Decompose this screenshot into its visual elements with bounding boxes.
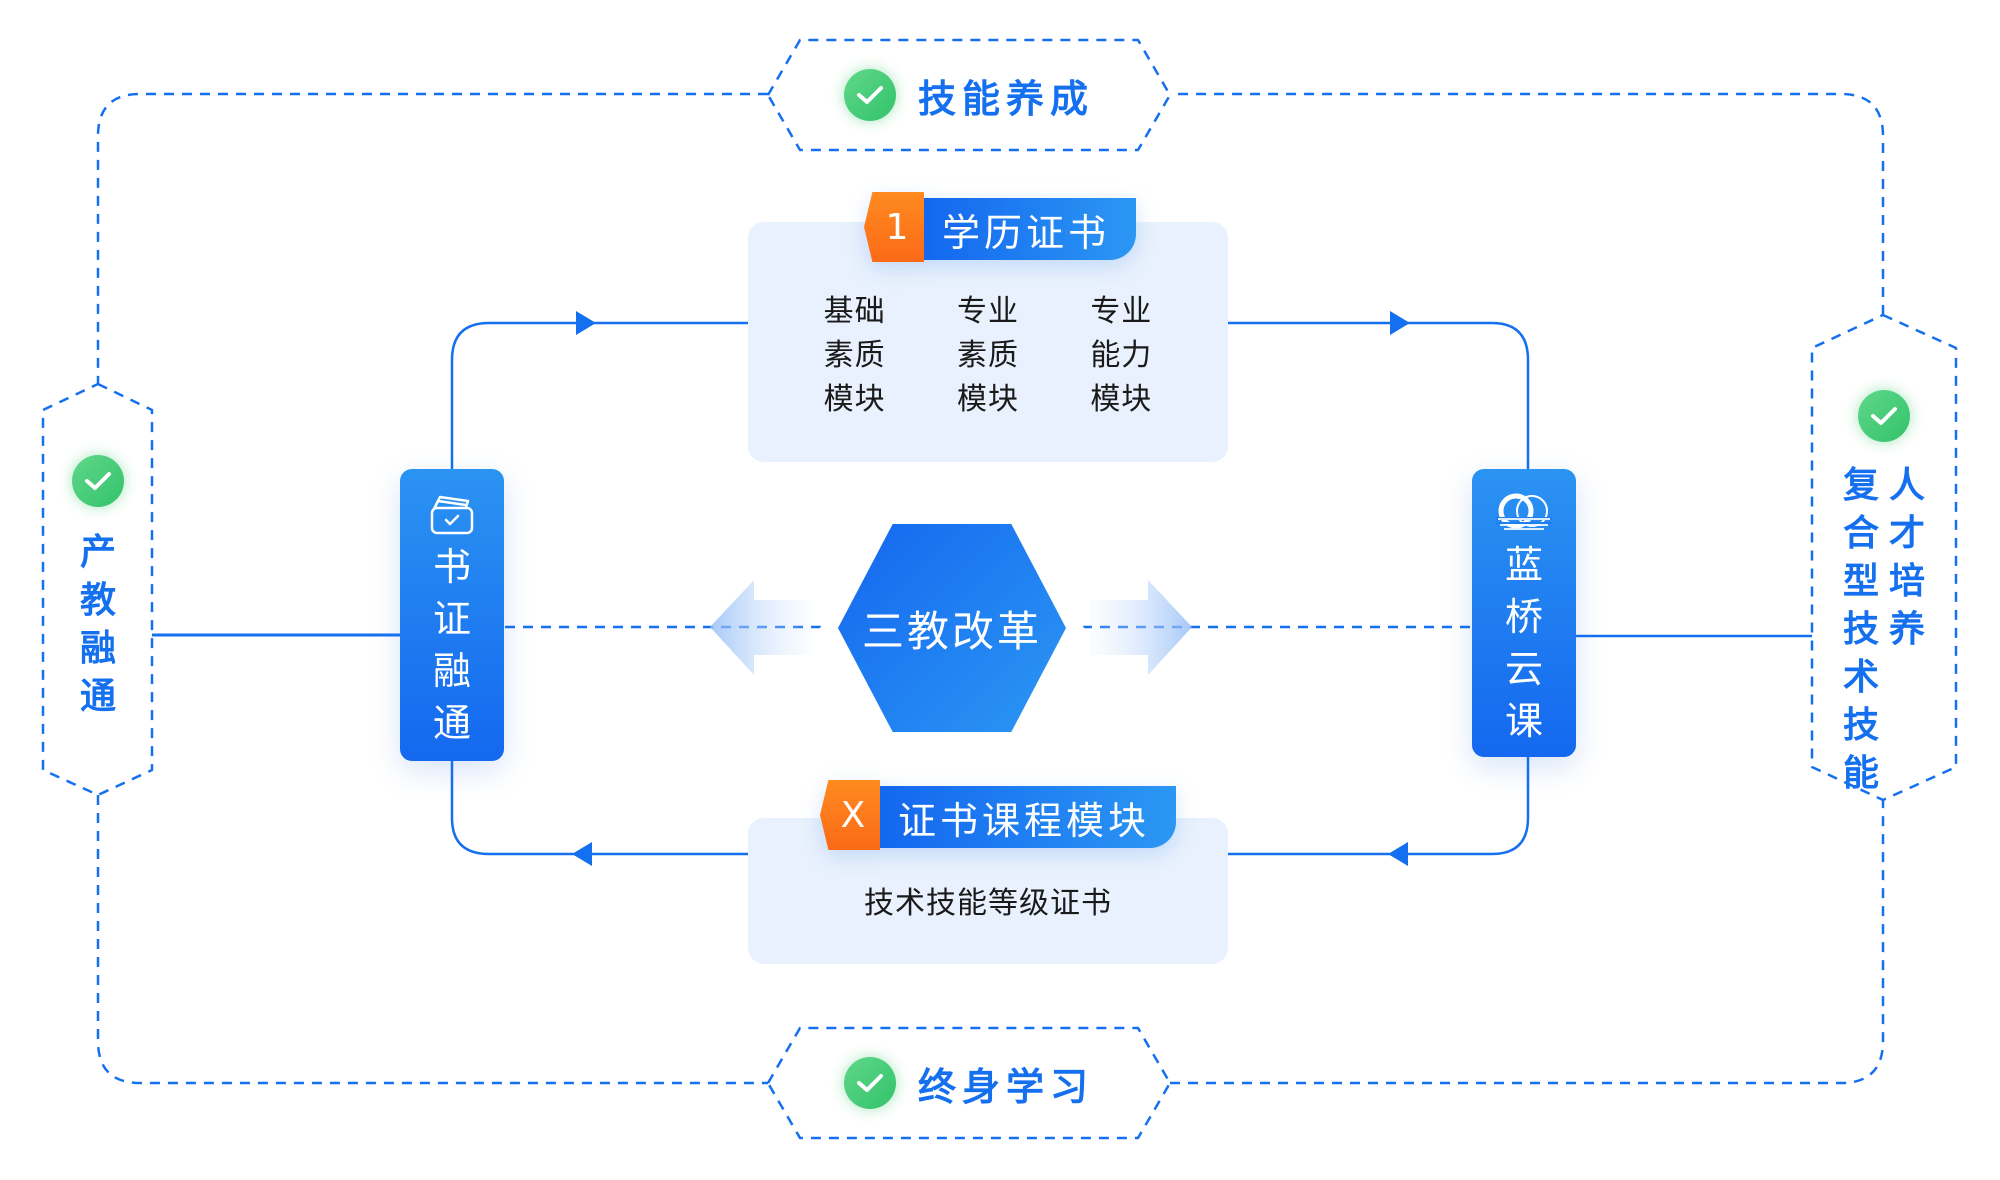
certificate-title: 证书课程模块	[880, 786, 1177, 848]
top-right-loop	[1228, 321, 1530, 469]
check-circle-icon	[843, 1057, 896, 1109]
industry-education-label: 产 教 融 通	[79, 532, 116, 717]
certificate-text: 技术技能等级证书	[864, 886, 1112, 921]
industry-education-hex: 产 教 融 通	[43, 455, 153, 721]
left-hex-outline	[41, 382, 154, 797]
left-big-arrow-icon	[710, 580, 812, 675]
arrow-left-icon	[1388, 842, 1408, 866]
lanqiao-cloud-label: 蓝 桥 云 课	[1504, 543, 1543, 743]
three-education-reform-label: 三教改革	[861, 606, 1042, 656]
arrow-right-icon	[576, 311, 596, 335]
talent-training-hex: 复 合 型 技 术 技 能 人 才 培 养	[1812, 390, 1956, 798]
top-left-loop	[450, 321, 748, 469]
module-basic: 基础 素质 模块	[823, 294, 886, 417]
talent-column-1: 复 合 型 技 术 技 能	[1842, 465, 1879, 794]
bottom-right-loop	[1228, 757, 1530, 856]
diploma-tab: 1 学历证书	[864, 192, 1137, 262]
certificate-badge: X	[820, 780, 880, 850]
lanqiao-logo-icon	[1496, 493, 1552, 530]
talent-column-2: 人 才 培 养	[1889, 465, 1926, 650]
diploma-modules: 基础 素质 模块 专业 素质 模块 专业 能力 模块	[748, 290, 1228, 422]
check-circle-icon	[1858, 390, 1910, 442]
right-hex-outline	[1810, 313, 1958, 802]
certificate-tab: X 证书课程模块	[820, 780, 1177, 850]
card-check-icon	[430, 495, 474, 535]
cert-integration-label: 书 证 融 通	[432, 545, 471, 745]
arrow-left-icon	[572, 842, 592, 866]
check-circle-icon	[72, 455, 124, 507]
arrow-right-icon	[1390, 311, 1410, 335]
diploma-title: 学历证书	[924, 198, 1137, 260]
diploma-badge: 1	[864, 192, 924, 262]
bottom-left-loop	[450, 761, 748, 856]
module-professional-quality: 专业 素质 模块	[956, 294, 1019, 417]
lifelong-pill: 终身学习	[768, 1028, 1170, 1138]
lanqiao-cloud-node: 蓝 桥 云 课	[1472, 469, 1576, 757]
top-pill-outline	[766, 38, 1172, 152]
module-professional-ability: 专业 能力 模块	[1090, 294, 1153, 417]
diploma-card: 基础 素质 模块 专业 素质 模块 专业 能力 模块	[748, 222, 1228, 462]
bottom-pill-outline	[766, 1026, 1172, 1140]
check-circle-icon	[843, 69, 896, 121]
skill-pill-label: 技能养成	[917, 76, 1094, 121]
right-big-arrow-icon	[1090, 580, 1192, 675]
talent-training-label: 复 合 型 技 术 技 能 人 才 培 养	[1843, 462, 1925, 798]
lifelong-pill-label: 终身学习	[917, 1064, 1094, 1109]
skill-pill: 技能养成	[768, 40, 1170, 150]
three-education-reform-hex: 三教改革	[838, 524, 1066, 732]
cert-integration-node: 书 证 融 通	[400, 469, 504, 761]
